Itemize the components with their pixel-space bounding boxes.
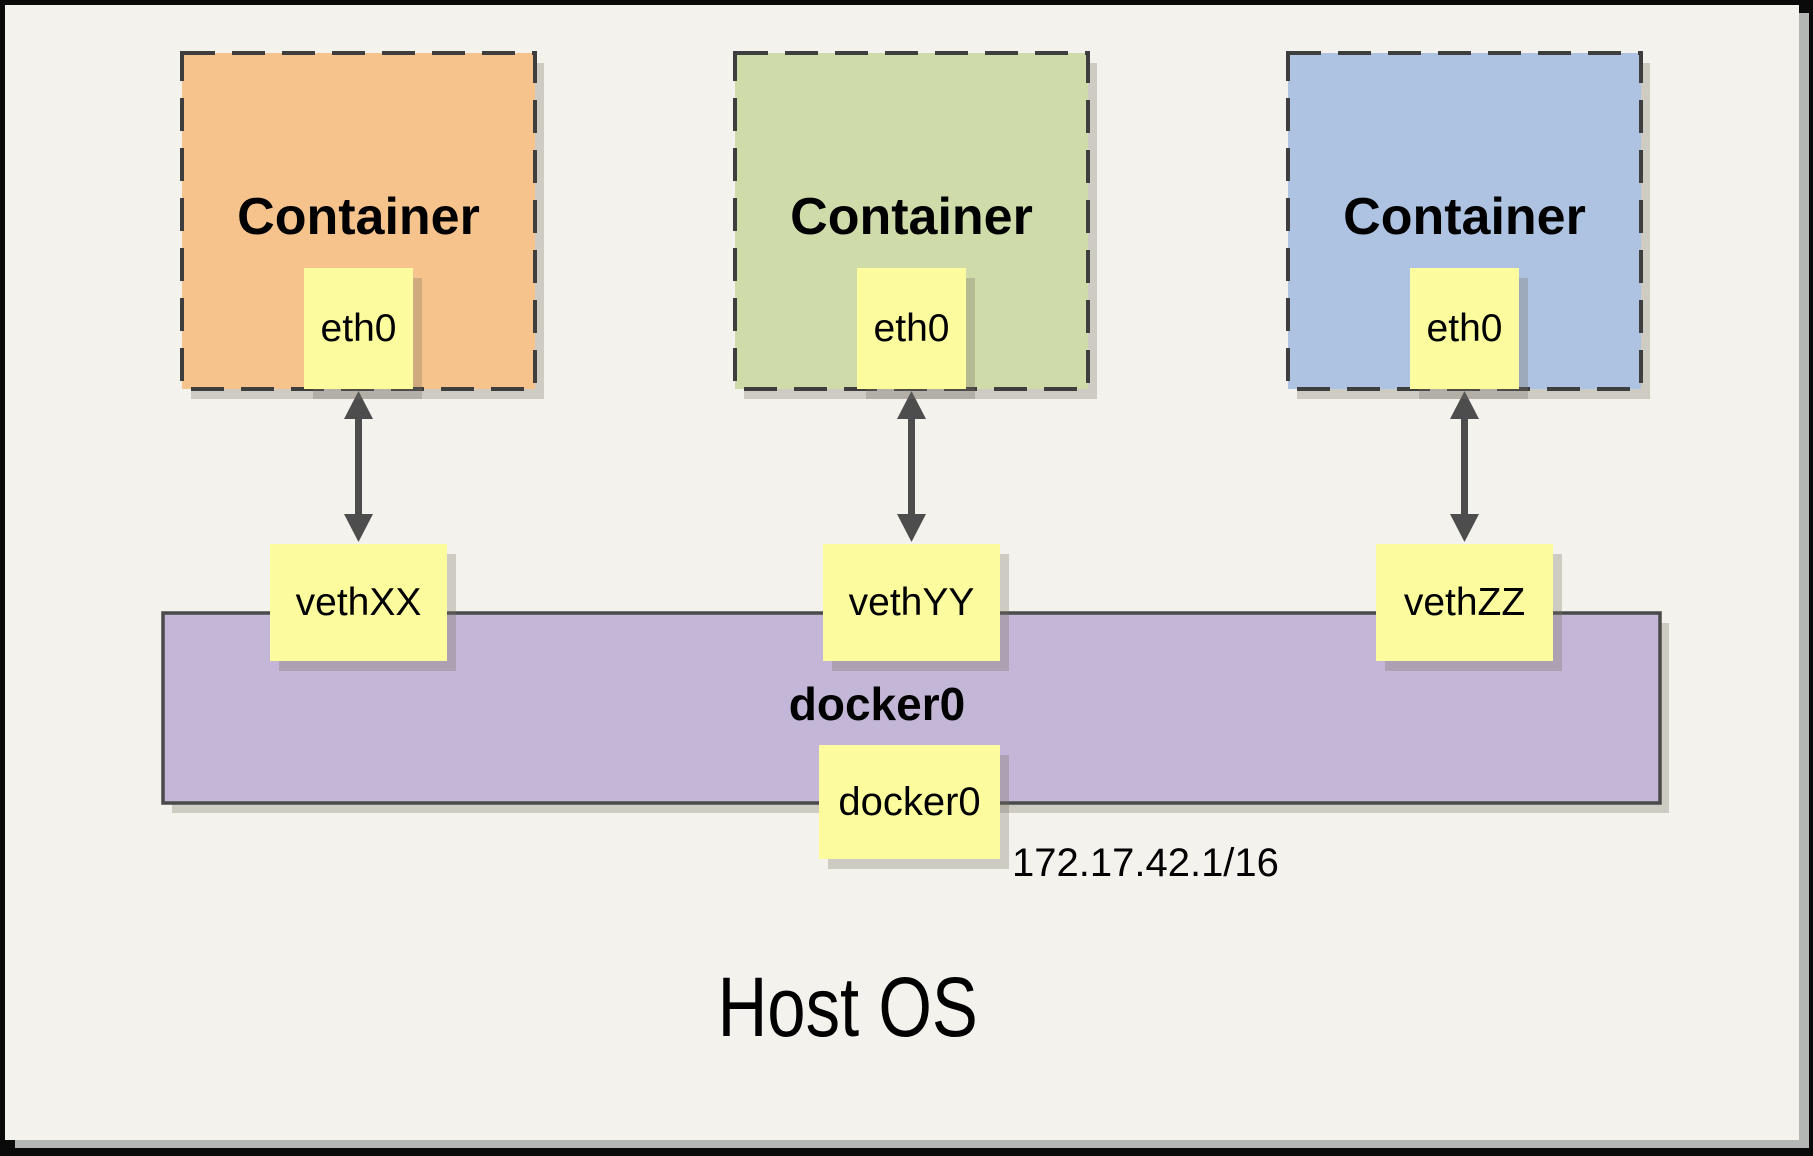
eth0-box-2: eth0 bbox=[857, 268, 966, 389]
host-os-label: Host OS bbox=[548, 963, 1148, 1051]
container-box-2 bbox=[733, 51, 1097, 399]
eth0-box-1: eth0 bbox=[304, 268, 413, 389]
arrow-head-down bbox=[897, 514, 926, 542]
arrow-head-up bbox=[897, 391, 926, 419]
bridge-ip-label: 172.17.42.1/16 bbox=[1012, 841, 1279, 885]
container-label-3: Container bbox=[1343, 188, 1586, 246]
host-os-text: Host OS bbox=[717, 960, 979, 1054]
veth-arrow-2 bbox=[897, 391, 926, 542]
veth-arrow-3 bbox=[1450, 391, 1479, 542]
diagram-canvas: Container Container Container eth0 eth0 … bbox=[5, 5, 1799, 1140]
vethyy-label: vethYY bbox=[848, 580, 975, 624]
container-label-2: Container bbox=[790, 188, 1033, 246]
eth0-box-3: eth0 bbox=[1410, 268, 1519, 389]
bridge-title: docker0 bbox=[788, 678, 966, 730]
arrow-head-up bbox=[1450, 391, 1479, 419]
container-label-1: Container bbox=[237, 188, 480, 246]
arrow-head-up bbox=[344, 391, 373, 419]
bridge-interface-box: docker0 bbox=[819, 745, 1000, 859]
eth0-label: eth0 bbox=[873, 306, 950, 350]
eth0-label: eth0 bbox=[1426, 306, 1503, 350]
vethzz-box: vethZZ bbox=[1376, 544, 1553, 661]
vethyy-box: vethYY bbox=[823, 544, 1000, 661]
container-box-1 bbox=[180, 51, 544, 399]
vethxx-label: vethXX bbox=[295, 580, 422, 624]
vethxx-box: vethXX bbox=[270, 544, 447, 661]
veth-arrow-1 bbox=[344, 391, 373, 542]
arrow-head-down bbox=[1450, 514, 1479, 542]
eth0-label: eth0 bbox=[320, 306, 397, 350]
bridge-interface-label: docker0 bbox=[838, 779, 981, 824]
arrow-head-down bbox=[344, 514, 373, 542]
vethzz-label: vethZZ bbox=[1403, 580, 1526, 624]
